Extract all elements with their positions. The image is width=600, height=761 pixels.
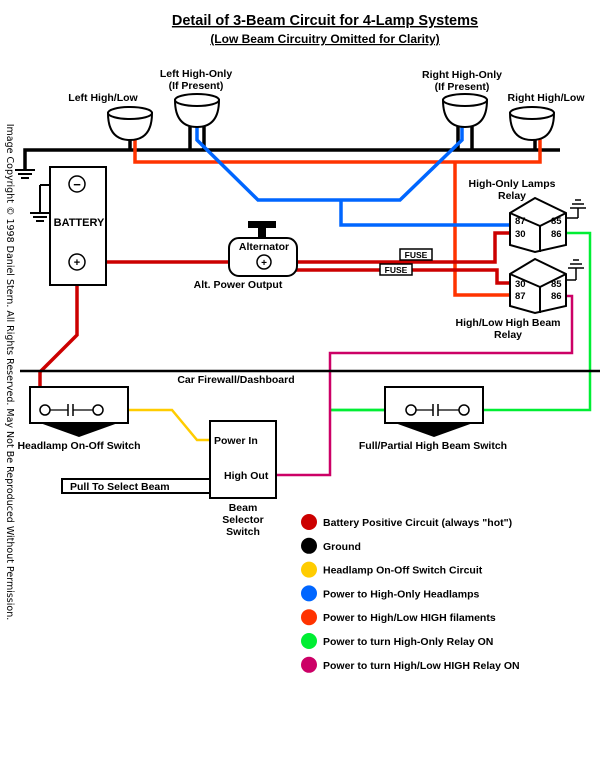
legend-swatch [301, 561, 317, 578]
relay-high-only-pin-30: 30 [515, 229, 526, 240]
relay-high-low-label-1: High/Low High Beam [456, 317, 561, 329]
legend-label: Power to High-Only Headlamps [323, 588, 480, 600]
firewall-label: Car Firewall/Dashboard [177, 374, 294, 386]
fuse-1: FUSE [399, 248, 433, 261]
battery: − BATTERY + [49, 166, 107, 286]
relay-high-low-pin-86: 86 [551, 291, 562, 302]
legend-label: Power to turn High/Low HIGH Relay ON [323, 660, 520, 672]
legend-label: Power to turn High-Only Relay ON [323, 636, 493, 648]
beam-selector-switch: Power In High Out Pull To Select Beam Be… [61, 420, 277, 538]
relay-high-only-label-1: High-Only Lamps [469, 178, 556, 190]
legend-label: Power to High/Low HIGH filaments [323, 612, 496, 624]
battery-positive-terminal [68, 253, 86, 271]
headlamp-switch-label: Headlamp On-Off Switch [17, 440, 140, 452]
battery-positive-sign: + [74, 257, 80, 269]
lamp-right-high-only: Right High-Only (If Present) [422, 69, 502, 129]
relay-high-only: High-Only Lamps Relay 87 30 85 86 [469, 178, 586, 254]
alternator-positive-sign: + [261, 258, 267, 269]
lamp-right-high-only-label-2: (If Present) [435, 81, 490, 93]
battery-negative-sign: − [73, 177, 81, 192]
lamp-left-high-only-label-1: Left High-Only [160, 68, 232, 80]
ground-symbol-left [15, 169, 35, 179]
legend-label: Ground [323, 541, 361, 553]
relay-high-only-pin-86: 86 [551, 229, 562, 240]
battery-label: BATTERY [54, 217, 105, 229]
relay-high-only-ground [566, 199, 586, 219]
relay-high-low-pin-30: 30 [515, 279, 526, 290]
legend-swatch [301, 514, 317, 530]
lamp-right-high-low-label: Right High/Low [508, 92, 586, 104]
legend-swatch [301, 633, 317, 649]
diagram-subtitle: (Low Beam Circuitry Omitted for Clarity) [210, 32, 439, 46]
legend-swatch [301, 656, 317, 673]
headlamp-switch: Headlamp On-Off Switch [17, 386, 141, 452]
relay-high-low-ground [566, 259, 584, 281]
legend-swatch [301, 537, 317, 554]
selector-power-in-label: Power In [214, 435, 258, 447]
alternator: Alternator + Alt. Power Output [194, 221, 298, 291]
diagram-title: Detail of 3-Beam Circuit for 4-Lamp Syst… [172, 13, 478, 29]
battery-negative-terminal [68, 175, 86, 193]
alternator-output-label: Alt. Power Output [194, 279, 283, 291]
headlamp-switch-wire [98, 408, 212, 442]
alternator-positive-terminal [256, 254, 272, 270]
lamp-left-high-only-label-2: (If Present) [169, 80, 224, 92]
selector-label-1: Beam [229, 502, 258, 514]
relay-high-low-pin-85: 85 [551, 279, 562, 290]
legend-swatch [301, 585, 317, 602]
lamp-left-high-low-label: Left High/Low [68, 92, 138, 104]
pull-to-select-label: Pull To Select Beam [70, 481, 170, 493]
copyright-notice: Image Copyright © 1998 Daniel Stern. All… [4, 123, 15, 621]
legend-label: Headlamp On-Off Switch Circuit [323, 565, 483, 577]
selector-high-out-label: High Out [224, 470, 269, 482]
pull-knob [61, 478, 211, 494]
legend-swatch [301, 609, 317, 626]
legend: Battery Positive Circuit (always "hot") G… [301, 514, 520, 673]
ground-battery [30, 184, 62, 222]
high-low-filament-wires [133, 138, 542, 297]
relay-high-low: 30 87 85 86 High/Low High Beam Relay [456, 257, 584, 341]
lamp-left-high-only: Left High-Only (If Present) [160, 68, 232, 129]
relay-high-only-pin-87: 87 [515, 216, 526, 227]
high-only-wires [195, 126, 512, 227]
high-low-relay-wire [275, 294, 574, 477]
lamp-right-high-low: Right High/Low [508, 92, 586, 142]
fuse-1-label: FUSE [405, 250, 428, 260]
relay-high-only-label-2: Relay [498, 190, 526, 202]
relay-high-low-label-2: Relay [494, 329, 522, 341]
relay-high-low-pin-87: 87 [515, 291, 526, 302]
relay-high-only-pin-85: 85 [551, 216, 562, 227]
fuse-2-label: FUSE [385, 265, 408, 275]
legend-label: Battery Positive Circuit (always "hot") [323, 517, 512, 529]
lamp-left-high-low: Left High/Low [68, 92, 154, 142]
selector-label-3: Switch [226, 526, 260, 538]
lamp-right-high-only-label-1: Right High-Only [422, 69, 502, 81]
fuse-2: FUSE [379, 263, 413, 276]
full-partial-switch: Full/Partial High Beam Switch [359, 386, 507, 452]
selector-label-2: Selector [222, 514, 263, 526]
full-partial-switch-label: Full/Partial High Beam Switch [359, 440, 507, 452]
alternator-label: Alternator [239, 241, 289, 253]
